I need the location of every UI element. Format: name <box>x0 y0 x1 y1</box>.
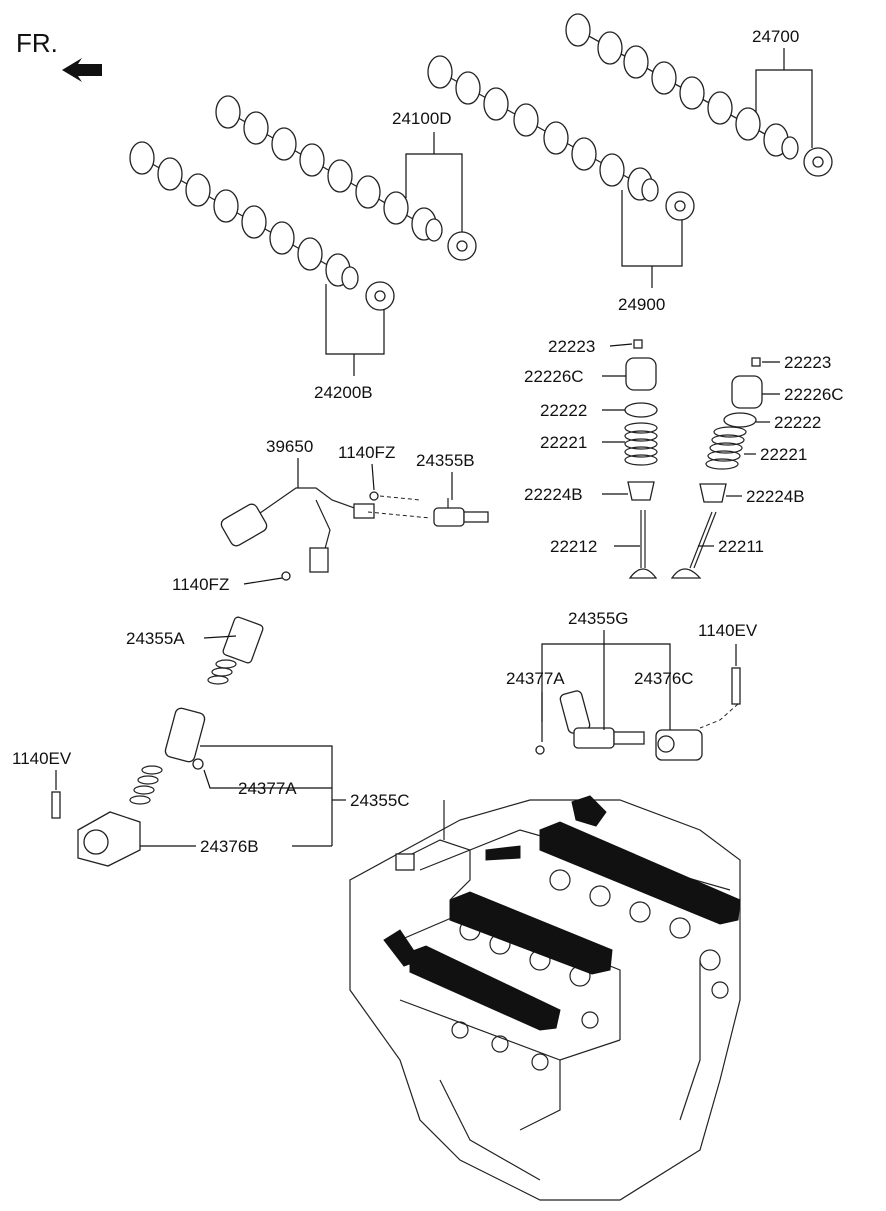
housing-24376b <box>77 811 141 867</box>
ocv-g-leaders <box>541 630 737 742</box>
label-1140fz-mid: 1140FZ <box>172 575 229 594</box>
bolt-1140fz-mid <box>281 571 291 581</box>
engine-block <box>349 795 741 1201</box>
camshaft-24200b <box>129 141 395 311</box>
label-24376b: 24376B <box>200 837 259 856</box>
label-22222-left: 22222 <box>540 401 587 420</box>
label-24700: 24700 <box>752 27 799 46</box>
label-24355a: 24355A <box>126 629 185 648</box>
label-22221-right: 22221 <box>760 445 807 464</box>
label-1140ev-right: 1140EV <box>698 621 758 640</box>
label-22223-right: 22223 <box>784 353 831 372</box>
label-24376c: 24376C <box>634 669 694 688</box>
label-24200b: 24200B <box>314 383 373 402</box>
camshaft-24700 <box>565 13 833 177</box>
bolt-1140fz-top <box>369 491 379 501</box>
camshaft-24100d <box>215 95 477 261</box>
ocv-24355a <box>207 616 264 685</box>
ocv-24355b <box>433 498 489 527</box>
ocv-24355g <box>559 690 645 749</box>
filter-24377a-left <box>192 758 204 770</box>
housing-24376c <box>655 729 703 761</box>
camshaft-leaders <box>325 48 813 376</box>
label-22226c-right: 22226C <box>784 385 844 404</box>
front-arrow-icon <box>62 58 102 82</box>
label-22224b-right: 22224B <box>746 487 805 506</box>
valve-train-left <box>624 339 658 579</box>
camshaft-24900 <box>427 55 695 221</box>
wiring-harness-39650 <box>220 487 375 573</box>
valve-train-right <box>670 357 763 579</box>
label-22212: 22212 <box>550 537 597 556</box>
label-24900: 24900 <box>618 295 665 314</box>
label-24100d: 24100D <box>392 109 452 128</box>
ocv-c-leaders <box>55 745 346 847</box>
ocv-24355c <box>129 707 206 805</box>
label-1140fz-top: 1140FZ <box>338 443 395 462</box>
valve-leaders <box>602 343 780 547</box>
label-24355c: 24355C <box>350 791 410 810</box>
harness-leaders <box>203 458 453 639</box>
orientation-label: FR. <box>16 28 58 58</box>
label-22221-left: 22221 <box>540 433 587 452</box>
label-22226c-left: 22226C <box>524 367 584 386</box>
label-22224b-left: 22224B <box>524 485 583 504</box>
label-22222-right: 22222 <box>774 413 821 432</box>
label-24377a-right: 24377A <box>506 669 565 688</box>
bolt-1140ev-left <box>51 791 61 819</box>
bolt-1140ev-right <box>731 667 741 705</box>
label-39650: 39650 <box>266 437 313 456</box>
label-22223-left: 22223 <box>548 337 595 356</box>
filter-24377a-right <box>535 745 545 755</box>
label-24355b: 24355B <box>416 451 475 470</box>
label-24355g: 24355G <box>568 609 629 628</box>
label-22211: 22211 <box>718 537 764 556</box>
label-1140ev-left: 1140EV <box>12 749 72 768</box>
